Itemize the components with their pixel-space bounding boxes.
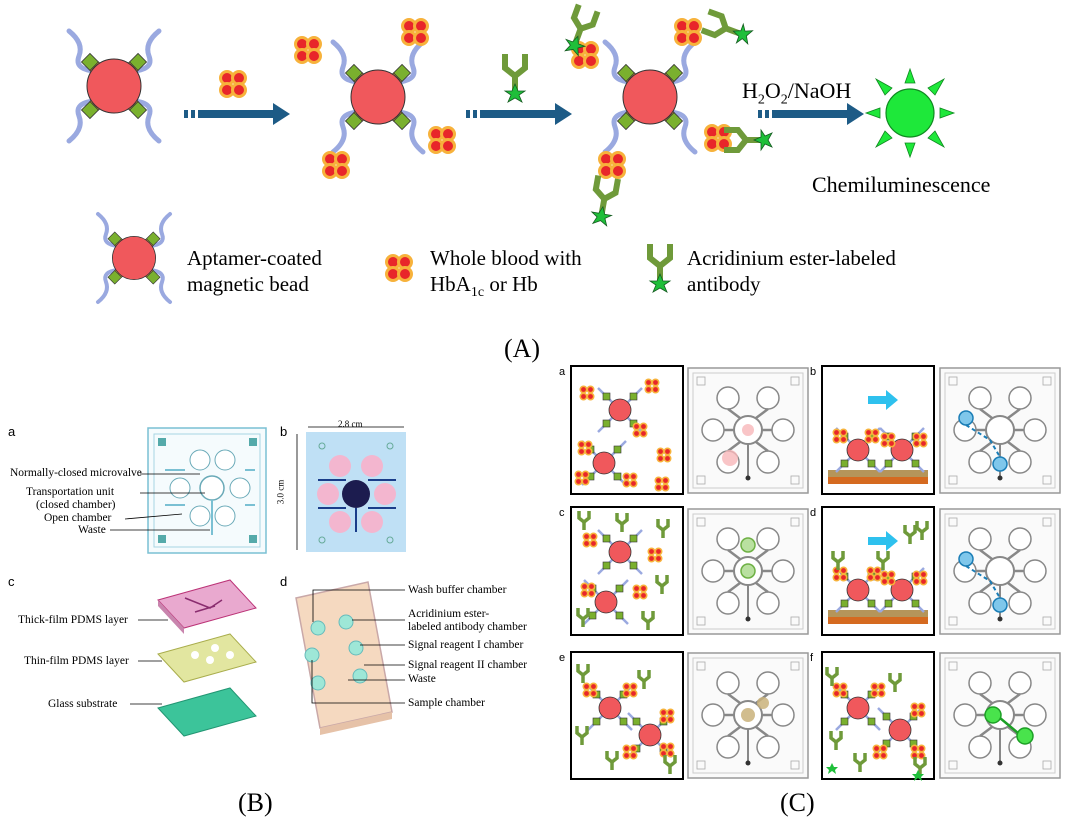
dimension-height: 3.0 cm (275, 479, 286, 505)
panel-c-step-c: c (559, 507, 565, 519)
legend-bead-icon (98, 214, 170, 302)
panel-a-label: (A) (504, 334, 541, 363)
label-transportation-unit: Transportation unit (26, 486, 115, 498)
label-glass-substrate: Glass substrate (48, 698, 118, 710)
label-signal-2: Signal reagent II chamber (408, 659, 528, 671)
legend-blood-line2: HbA1c or Hb (430, 272, 538, 301)
bead-step-2 (333, 42, 423, 152)
panel-c-step-f: f (810, 652, 814, 664)
label-acridinium-line1: Acridinium ester- (408, 608, 490, 620)
panel-c-step-e: e (559, 652, 566, 664)
panel-c-step-a: a (559, 366, 566, 378)
step-c-f-chip (938, 651, 1062, 780)
layer-thin-pdms (157, 633, 257, 683)
label-closed-chamber: (closed chamber) (36, 499, 116, 511)
legend-antibody-icon (650, 244, 670, 292)
arrow-1 (184, 103, 290, 125)
chemiluminescence-label: Chemiluminescence (812, 172, 991, 197)
dimension-width: 2.8 cm (338, 419, 363, 429)
chip-photo-b (296, 426, 406, 552)
step-c-b-beads (821, 365, 935, 495)
step-c-c-beads (570, 506, 684, 636)
label-sample-chamber: Sample chamber (408, 697, 485, 709)
legend-blood-icon (385, 254, 413, 282)
layer-glass-substrate (157, 687, 257, 737)
step-c-d-beads (821, 506, 935, 636)
label-wash-buffer: Wash buffer chamber (408, 584, 507, 596)
reagent-label: H2O2/NaOH (742, 78, 852, 108)
legend-blood-line1: Whole blood with (430, 246, 582, 270)
step-c-a-beads (570, 365, 684, 495)
panel-b-label: (B) (238, 788, 273, 817)
chip-3d-d (295, 581, 393, 735)
legend-bead-line1: Aptamer-coated (187, 246, 322, 270)
step-c-c-chip (686, 507, 810, 636)
panel-b-sublabel-b: b (280, 424, 288, 439)
label-open-chamber: Open chamber (44, 512, 112, 524)
label-signal-1: Signal reagent I chamber (408, 639, 524, 651)
antibody-reagent (505, 54, 525, 102)
bead-step-3 (605, 42, 695, 152)
step-c-f-beads (821, 651, 935, 781)
panel-b-sublabel-a: a (8, 424, 16, 439)
chemiluminescence-sun-icon (864, 67, 956, 159)
bead-step-1 (69, 31, 159, 141)
arrow-2 (466, 103, 572, 125)
legend-antibody-line2: antibody (687, 272, 761, 296)
label-thin-film: Thin-film PDMS layer (24, 655, 129, 667)
blood-reagent-1 (219, 70, 247, 98)
step-c-d-chip (938, 507, 1062, 636)
label-leaders-a (110, 473, 210, 531)
step-c-e-beads (570, 651, 684, 780)
step-c-b-chip (938, 366, 1062, 495)
label-thick-film: Thick-film PDMS layer (18, 614, 128, 626)
label-acridinium-line2: labeled antibody chamber (408, 621, 527, 633)
label-waste-a: Waste (78, 524, 106, 536)
panel-c-step-b: b (810, 366, 817, 378)
label-waste-d: Waste (408, 673, 436, 685)
panel-c-step-d: d (810, 507, 817, 519)
label-leaders-c (130, 619, 168, 705)
step-c-a-chip (686, 366, 810, 495)
step-c-e-chip (686, 651, 810, 780)
legend-bead-line2: magnetic bead (187, 272, 309, 296)
label-microvalve: Normally-closed microvalve (10, 467, 142, 479)
panel-c-label: (C) (780, 788, 815, 817)
panel-b-sublabel-d: d (280, 574, 288, 589)
chip-schematic-a (147, 427, 267, 554)
layer-thick-pdms (157, 579, 257, 634)
label-leaders-d (311, 589, 405, 704)
legend-antibody-line1: Acridinium ester-labeled (687, 246, 896, 270)
panel-b-sublabel-c: c (8, 574, 15, 589)
